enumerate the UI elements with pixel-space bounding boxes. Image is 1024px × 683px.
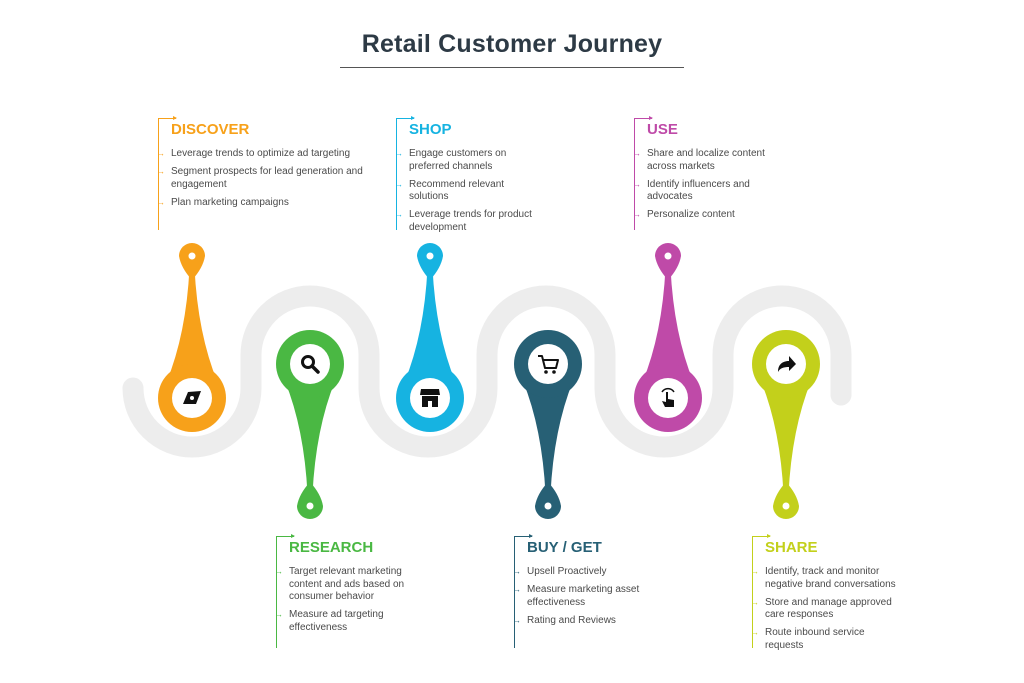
pin-head-small — [179, 243, 205, 280]
storefront-icon — [420, 389, 440, 407]
list-item: Recommend relevant solutions — [395, 179, 546, 204]
stage-share: SHARE Identify, track and monitor negati… — [751, 538, 972, 658]
stage-buy: BUY / GET Upsell Proactively Measure mar… — [513, 538, 734, 633]
stage-heading: BUY / GET — [527, 539, 602, 556]
stage-list: Share and localize content across market… — [633, 148, 774, 222]
pin-stem — [282, 374, 338, 494]
stage-heading: SHARE — [765, 539, 818, 556]
list-item: Leverage trends to optimize ad targeting — [157, 148, 378, 161]
compass-icon — [183, 391, 201, 404]
list-item: Leverage trends for product development — [395, 209, 546, 234]
pin-stem — [164, 268, 220, 388]
list-item: Identify influencers and advocates — [633, 179, 774, 204]
pin-buy — [514, 330, 582, 519]
cart-icon — [538, 355, 559, 374]
pin-discover — [158, 243, 226, 432]
winding-road — [122, 285, 852, 458]
pin-head-small — [297, 482, 323, 519]
stage-shop: SHOP Engage customers on preferred chann… — [395, 120, 616, 240]
magnifier-icon — [301, 355, 320, 374]
stage-guide-line — [514, 536, 515, 648]
stage-use: USE Share and localize content across ma… — [633, 120, 854, 227]
list-item: Engage customers on preferred channels — [395, 148, 546, 173]
pin-dot — [426, 252, 434, 260]
list-item: Rating and Reviews — [513, 615, 654, 628]
list-item: Share and localize content across market… — [633, 148, 774, 173]
pin-dot — [544, 502, 552, 510]
stage-guide-line — [158, 118, 159, 230]
stage-list: Identify, track and monitor negative bra… — [751, 566, 902, 652]
stage-heading: RESEARCH — [289, 539, 374, 556]
stage-list: Engage customers on preferred channels R… — [395, 148, 546, 234]
pin-dot — [782, 502, 790, 510]
pin-share — [752, 330, 820, 519]
stage-arrow-icon — [396, 116, 415, 120]
pin-dot — [664, 252, 672, 260]
pin-dot — [188, 252, 196, 260]
stage-arrow-icon — [634, 116, 653, 120]
stage-heading: SHOP — [409, 121, 452, 138]
stage-arrow-icon — [276, 534, 295, 538]
stage-heading: USE — [647, 121, 678, 138]
stage-discover: DISCOVER Leverage trends to optimize ad … — [157, 120, 378, 215]
list-item: Route inbound service requests — [751, 627, 902, 652]
pointer-hand-icon — [661, 387, 675, 407]
list-item: Personalize content — [633, 209, 774, 222]
list-item: Measure marketing asset effectiveness — [513, 584, 654, 609]
stage-guide-line — [276, 536, 277, 648]
list-item: Plan marketing campaigns — [157, 197, 378, 210]
list-item: Segment prospects for lead generation an… — [157, 166, 378, 191]
page-title: Retail Customer Journey — [361, 30, 663, 58]
stage-guide-line — [752, 536, 753, 648]
pin-head-small — [535, 482, 561, 519]
pin-head-small — [417, 243, 443, 280]
stage-arrow-icon — [158, 116, 177, 120]
stage-heading: DISCOVER — [171, 121, 250, 138]
list-item: Measure ad targeting effectiveness — [275, 609, 411, 634]
pin-stem — [402, 268, 458, 388]
stage-guide-line — [634, 118, 635, 230]
stage-research: RESEARCH Target relevant marketing conte… — [275, 538, 496, 640]
stage-arrow-icon — [514, 534, 533, 538]
list-item: Identify, track and monitor negative bra… — [751, 566, 902, 591]
stage-guide-line — [396, 118, 397, 230]
pin-stem — [758, 374, 814, 494]
list-item: Upsell Proactively — [513, 566, 654, 579]
icon-badge — [290, 344, 330, 384]
stage-list: Target relevant marketing content and ad… — [275, 566, 411, 634]
pin-stem — [640, 268, 696, 388]
pin-shop — [396, 243, 464, 432]
pin-dot — [306, 502, 314, 510]
pin-head-small — [655, 243, 681, 280]
stage-arrow-icon — [752, 534, 771, 538]
pin-stem — [520, 374, 576, 494]
stage-list: Leverage trends to optimize ad targeting… — [157, 148, 378, 210]
icon-badge — [528, 344, 568, 384]
pin-research — [276, 330, 344, 519]
list-item: Target relevant marketing content and ad… — [275, 566, 411, 604]
stage-list: Upsell Proactively Measure marketing ass… — [513, 566, 654, 628]
pin-head-small — [773, 482, 799, 519]
title-underline — [340, 67, 684, 68]
list-item: Store and manage approved care responses — [751, 597, 902, 622]
pin-use — [634, 243, 702, 432]
share-arrow-icon — [778, 356, 796, 372]
